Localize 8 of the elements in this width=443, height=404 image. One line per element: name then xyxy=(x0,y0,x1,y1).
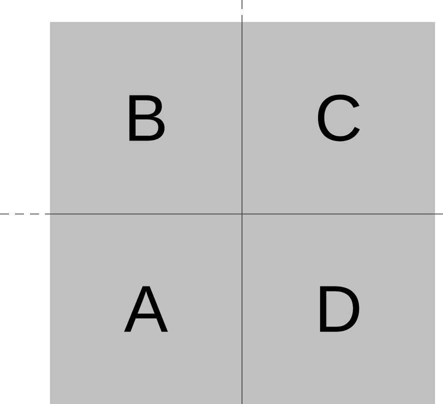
node-label: C xyxy=(318,94,360,142)
quadrant-cell: B xyxy=(50,22,242,214)
quadrant-cell: D xyxy=(242,214,435,404)
node-label: A xyxy=(124,286,168,332)
quadrant-cell: C xyxy=(242,22,435,214)
quadrant-cell: A xyxy=(50,214,242,404)
node-label: B xyxy=(129,95,165,141)
node-label: D xyxy=(320,286,360,332)
